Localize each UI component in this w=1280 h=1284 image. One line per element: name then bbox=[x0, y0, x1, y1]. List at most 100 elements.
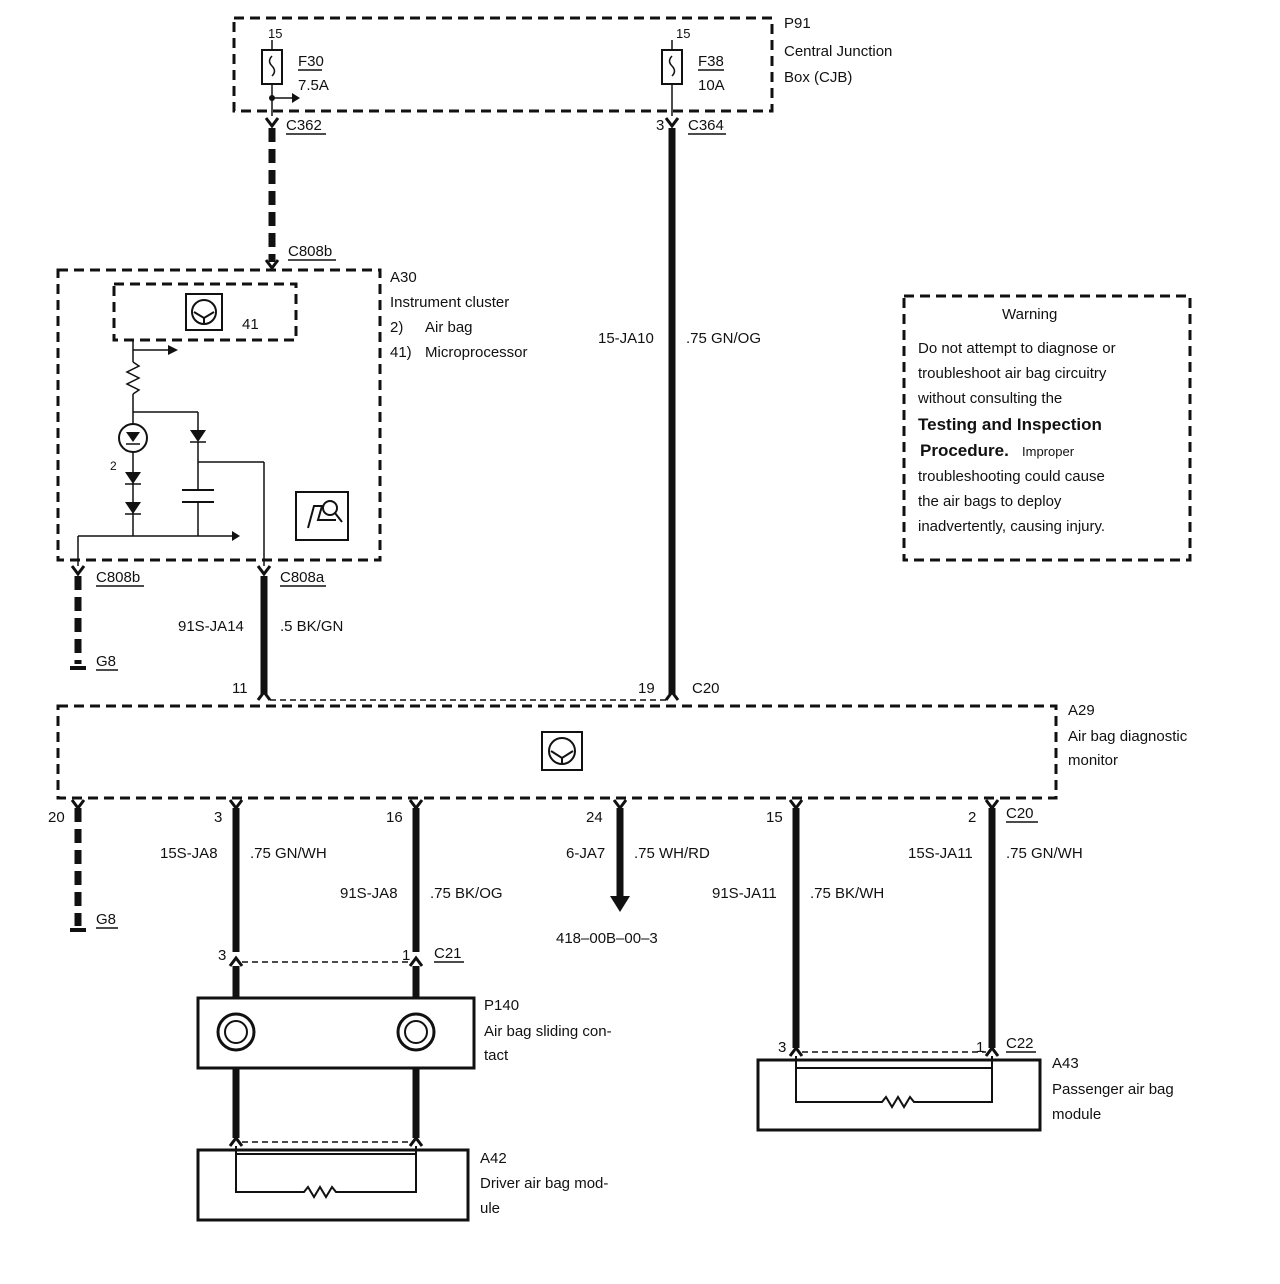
ground-g8-top: G8 bbox=[70, 576, 118, 671]
fuse-f30-pin: 15 bbox=[268, 26, 282, 41]
fuse-f30-rating: 7.5A bbox=[298, 77, 329, 94]
connector-c808a-label: C808a bbox=[280, 569, 325, 586]
c20-pin-19: 19 bbox=[638, 680, 655, 697]
monitor-pin-2: 2 bbox=[968, 809, 976, 826]
c20-top-label: C20 bbox=[692, 680, 720, 697]
connector-c21: 3 1 C21 bbox=[218, 945, 464, 967]
monitor-pin-3: 3 bbox=[214, 809, 222, 826]
wire-91s-ja14-spec: .5 BK/GN bbox=[280, 618, 343, 635]
wire-91s-ja14-id: 91S-JA14 bbox=[178, 618, 244, 635]
wire-91s-ja11-spec: .75 BK/WH bbox=[810, 885, 884, 902]
cluster-legend2-text: Microprocessor bbox=[425, 344, 528, 361]
seat-occupant-icon bbox=[295, 491, 349, 541]
fuse-f30-label: F30 bbox=[298, 53, 324, 70]
cluster-mp-num: 41 bbox=[242, 316, 259, 333]
wire-6-ja7-id: 6-JA7 bbox=[566, 845, 605, 862]
wire-91s-ja11-id: 91S-JA11 bbox=[712, 885, 777, 902]
wire-91s-ja8-spec: .75 BK/OG bbox=[430, 885, 503, 902]
passenger-name-line2: module bbox=[1052, 1106, 1101, 1123]
cluster-legend1-text: Air bag bbox=[425, 319, 473, 336]
monitor-name-line1: Air bag diagnostic bbox=[1068, 728, 1188, 745]
connector-c22-label: C22 bbox=[1006, 1035, 1034, 1052]
warning-line1: Do not attempt to diagnose or bbox=[918, 340, 1116, 357]
warning-bold1: Testing and Inspection bbox=[918, 415, 1102, 434]
warning-bold2: Procedure. bbox=[920, 441, 1009, 460]
ground-g8-bottom-label: G8 bbox=[96, 911, 116, 928]
sliding-name-line1: Air bag sliding con- bbox=[484, 1023, 612, 1040]
monitor-pin-24: 24 bbox=[586, 809, 603, 826]
wire-15-ja10-id: 15-JA10 bbox=[598, 330, 654, 347]
passenger-airbag-module: 3 1 C22 A43 Passenger air bag module bbox=[756, 1035, 1174, 1132]
warning-line7: inadvertently, causing injury. bbox=[918, 518, 1105, 535]
central-junction-box: P91 Central Junction Box (CJB) 15 F30 7.… bbox=[232, 15, 892, 116]
monitor-pin-16: 16 bbox=[386, 809, 403, 826]
passenger-ref: A43 bbox=[1052, 1055, 1079, 1072]
fuse-f38: 15 F38 10A bbox=[661, 26, 725, 116]
wire-15s-ja11-id: 15S-JA11 bbox=[908, 845, 973, 862]
warning-line6: the air bags to deploy bbox=[918, 493, 1062, 510]
fuse-f38-label: F38 bbox=[698, 53, 724, 70]
connector-c22-pin1: 1 bbox=[976, 1039, 984, 1056]
monitor-airbag-icon bbox=[541, 731, 583, 771]
wire-6-ja7-spec: .75 WH/RD bbox=[634, 845, 710, 862]
fuse-f38-rating: 10A bbox=[698, 77, 725, 94]
connector-c364: 3 C364 bbox=[656, 117, 726, 135]
wire-15s-ja8-spec: .75 GN/WH bbox=[250, 845, 327, 862]
airbag-sliding-contact: P140 Air bag sliding con- tact bbox=[196, 996, 612, 1070]
ground-g8-bottom: G8 bbox=[70, 808, 118, 932]
wire-15-ja10-spec: .75 GN/OG bbox=[686, 330, 761, 347]
connector-c21-label: C21 bbox=[434, 945, 462, 962]
monitor-ref: A29 bbox=[1068, 702, 1095, 719]
cluster-legend2-num: 41) bbox=[390, 344, 412, 361]
connector-c362: C362 bbox=[264, 117, 326, 135]
wire-91s-ja8-id: 91S-JA8 bbox=[340, 885, 398, 902]
connector-c21-pin3: 3 bbox=[218, 947, 226, 964]
monitor-pin-20: 20 bbox=[48, 809, 65, 826]
wire-15s-ja8-id: 15S-JA8 bbox=[160, 845, 218, 862]
connector-c364-label: C364 bbox=[688, 117, 724, 134]
airbag-warning-icon bbox=[185, 293, 223, 331]
driver-ref: A42 bbox=[480, 1150, 507, 1167]
monitor-c20-label: C20 bbox=[1006, 805, 1034, 822]
connector-c808a: C808a bbox=[256, 565, 326, 587]
c20-pin-11: 11 bbox=[232, 680, 248, 697]
cjb-name-line2: Box (CJB) bbox=[784, 69, 852, 86]
airbag-diagnostic-monitor: A29 Air bag diagnostic monitor bbox=[56, 702, 1188, 800]
warning-line5: troubleshooting could cause bbox=[918, 468, 1105, 485]
passenger-name-line1: Passenger air bag bbox=[1052, 1081, 1174, 1098]
driver-name-line1: Driver air bag mod- bbox=[480, 1175, 608, 1192]
connector-c22-pin3: 3 bbox=[778, 1039, 786, 1056]
cjb-name-line1: Central Junction bbox=[784, 43, 892, 60]
driver-airbag-module: A42 Driver air bag mod- ule bbox=[196, 1135, 608, 1222]
connector-c808b-bottom: C808b bbox=[70, 565, 144, 587]
c20-bottom-marks bbox=[70, 799, 1000, 811]
connector-c21-pin1: 1 bbox=[402, 947, 410, 964]
fuse-f38-pin: 15 bbox=[676, 26, 690, 41]
monitor-name-line2: monitor bbox=[1068, 752, 1118, 769]
sliding-name-line2: tact bbox=[484, 1047, 509, 1064]
cluster-bulb-num: 2 bbox=[110, 459, 117, 473]
fuse-f30: 15 F30 7.5A bbox=[261, 26, 329, 116]
warning-line3: without consulting the bbox=[917, 390, 1062, 407]
warning-title: Warning bbox=[1002, 306, 1057, 323]
indicator-lamp-icon bbox=[118, 423, 148, 453]
warning-box: Warning Do not attempt to diagnose or tr… bbox=[902, 294, 1192, 562]
cluster-name: Instrument cluster bbox=[390, 294, 509, 311]
connector-c362-label: C362 bbox=[286, 117, 322, 134]
wire-6-ja7-ref: 418–00B–00–3 bbox=[556, 930, 658, 947]
connector-c364-pin: 3 bbox=[656, 117, 664, 134]
ground-g8-top-label: G8 bbox=[96, 653, 116, 670]
sliding-ref: P140 bbox=[484, 997, 519, 1014]
warning-line2: troubleshoot air bag circuitry bbox=[918, 365, 1107, 382]
wire-15s-ja11-spec: .75 GN/WH bbox=[1006, 845, 1083, 862]
driver-name-line2: ule bbox=[480, 1200, 500, 1217]
instrument-cluster: C808b A30 Instrument cluster 2) Air bag … bbox=[56, 243, 528, 566]
cluster-ref: A30 bbox=[390, 269, 417, 286]
connector-c808b-top-label: C808b bbox=[288, 243, 332, 260]
cluster-legend1-num: 2) bbox=[390, 319, 403, 336]
monitor-pin-15: 15 bbox=[766, 809, 783, 826]
warning-line4: Improper bbox=[1022, 444, 1075, 459]
cjb-ref: P91 bbox=[784, 15, 811, 32]
connector-c808b-bottom-label: C808b bbox=[96, 569, 140, 586]
